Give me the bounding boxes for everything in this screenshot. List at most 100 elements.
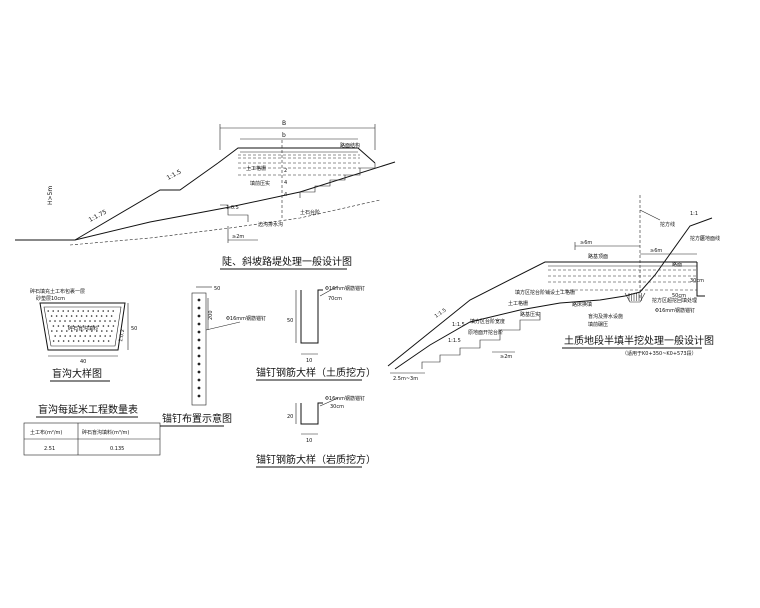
rebar-soil-length: 50 xyxy=(287,318,293,324)
pattern-dot xyxy=(640,299,643,301)
pattern-dot xyxy=(64,320,66,322)
original-ground-line-right xyxy=(394,217,713,370)
ditch-detail-title: 盲沟大样图 xyxy=(52,367,102,380)
pattern-dot xyxy=(92,340,95,342)
num-label: 2 xyxy=(284,168,287,174)
pattern-dot xyxy=(102,310,105,312)
side-drain-symbol xyxy=(624,292,646,303)
pattern-dot xyxy=(638,293,640,295)
pattern-dot xyxy=(69,320,71,322)
drain-dot-pattern xyxy=(628,293,643,301)
pattern-dot xyxy=(52,340,55,342)
pattern-dot xyxy=(104,335,107,337)
pattern-dot xyxy=(197,298,201,302)
table-header-cell: 土工布(m²/m) xyxy=(30,429,62,436)
pattern-dot xyxy=(635,297,638,299)
pattern-dot xyxy=(102,340,105,342)
pattern-dot xyxy=(84,320,86,322)
pattern-dot xyxy=(70,315,73,317)
pattern-dot xyxy=(81,330,83,332)
right-dim-label: ≥6m xyxy=(580,240,592,246)
rebar-rock-shape xyxy=(300,402,323,425)
main-section-title: 陡、斜坡路堤处理一般设计图 xyxy=(222,255,352,268)
pattern-dot xyxy=(59,320,61,322)
rebar-soil-detail: Φ16mm钢筋锚钉 70cm 50 10 锚钉钢筋大样（土质挖方） xyxy=(256,285,376,381)
pattern-dot xyxy=(99,335,102,337)
road-surface-label: 路面结构 xyxy=(340,142,360,149)
pavement-label: 路面 xyxy=(672,261,682,268)
geogrid-label: 土工格栅 xyxy=(246,165,266,172)
pattern-dot xyxy=(72,325,75,327)
pattern-dot xyxy=(635,293,638,295)
pattern-dot xyxy=(56,330,58,332)
pattern-dot xyxy=(197,386,201,390)
rebar-rock-width: 10 xyxy=(306,438,312,444)
slope-upper-label: 1:1.5 xyxy=(166,168,183,181)
pattern-dot xyxy=(107,310,110,312)
quantity-table: 盲沟每延米工程数量表 土工布(m²/m) 碎石盲沟填料(m³/m) 2.51 0… xyxy=(23,403,161,456)
compaction-label: 路基压实 xyxy=(520,311,540,318)
ratio-label: 1:1 xyxy=(690,211,698,217)
geogrid-label: 填方区挖台阶铺设土工格栅 xyxy=(515,289,575,296)
pattern-dot xyxy=(77,340,80,342)
right-dim-label: 2.5m~3m xyxy=(393,376,418,382)
excavate-line-label: 挖方线 xyxy=(660,221,675,228)
slope-step-label: 1:0.5 xyxy=(226,205,239,211)
pattern-dot xyxy=(79,320,81,322)
pattern-dot xyxy=(62,325,65,327)
pattern-dot xyxy=(640,297,643,299)
pattern-dot xyxy=(197,330,201,334)
anchor-dim-label: 200 xyxy=(208,310,214,320)
ditch-width-label: 40 xyxy=(80,359,86,365)
pattern-dot xyxy=(104,320,106,322)
ditch-fill-pattern xyxy=(47,310,116,342)
pattern-dot xyxy=(197,394,201,398)
ditch-sub-note: 砂垫层10cm xyxy=(36,295,65,302)
step-note-label: 填方区台阶宽度 xyxy=(470,318,505,325)
half-fill-half-cut-section: ≥6m ≥6m ≥2m 2.5m~3m 挖方线 原地面线 路基顶面 路面 30c… xyxy=(387,195,720,382)
pattern-dot xyxy=(87,310,90,312)
pattern-dot xyxy=(628,295,630,297)
pattern-dot xyxy=(62,340,65,342)
pattern-dot xyxy=(100,315,103,317)
pattern-dot xyxy=(628,299,630,301)
soil-cut-label: 路床换填 xyxy=(572,301,592,308)
table-header-cell: 碎石盲沟填料(m³/m) xyxy=(82,429,129,436)
pattern-dot xyxy=(77,310,80,312)
pattern-dot xyxy=(94,320,96,322)
ditch-outline xyxy=(39,302,126,351)
anchor-dot-pattern xyxy=(197,298,201,398)
pattern-dot xyxy=(197,354,201,358)
anchor-dim-label: 50 xyxy=(214,286,220,292)
pattern-dot xyxy=(109,320,111,322)
height-label: H>5m xyxy=(47,186,54,205)
pattern-dot xyxy=(105,315,108,317)
pattern-dot xyxy=(106,330,108,332)
pattern-dot xyxy=(71,330,73,332)
pattern-dot xyxy=(75,315,78,317)
pattern-dot xyxy=(640,295,643,297)
pattern-dot xyxy=(57,340,60,342)
pattern-dot xyxy=(94,335,97,337)
pattern-dot xyxy=(630,295,633,297)
pattern-dot xyxy=(638,299,640,301)
ditch-fill-label: 碎石盲沟填料 xyxy=(68,325,98,332)
pattern-dot xyxy=(90,315,93,317)
cut-slope-label: 挖方区 xyxy=(690,235,705,242)
pattern-dot xyxy=(638,295,640,297)
bench-width-label: ≥2m xyxy=(232,234,244,240)
pattern-dot xyxy=(638,297,640,299)
pattern-dot xyxy=(67,340,70,342)
pattern-dot xyxy=(91,330,93,332)
pattern-dot xyxy=(197,370,201,374)
pattern-dot xyxy=(101,330,103,332)
pattern-dot xyxy=(99,320,101,322)
pattern-dot xyxy=(197,378,201,382)
original-ground-line xyxy=(15,161,396,241)
side-ditch-label: 边沟排水沟 xyxy=(258,221,283,228)
pattern-dot xyxy=(82,340,85,342)
pattern-dot xyxy=(84,335,87,337)
step-label: 土石台阶 xyxy=(300,209,320,216)
pattern-dot xyxy=(60,315,63,317)
